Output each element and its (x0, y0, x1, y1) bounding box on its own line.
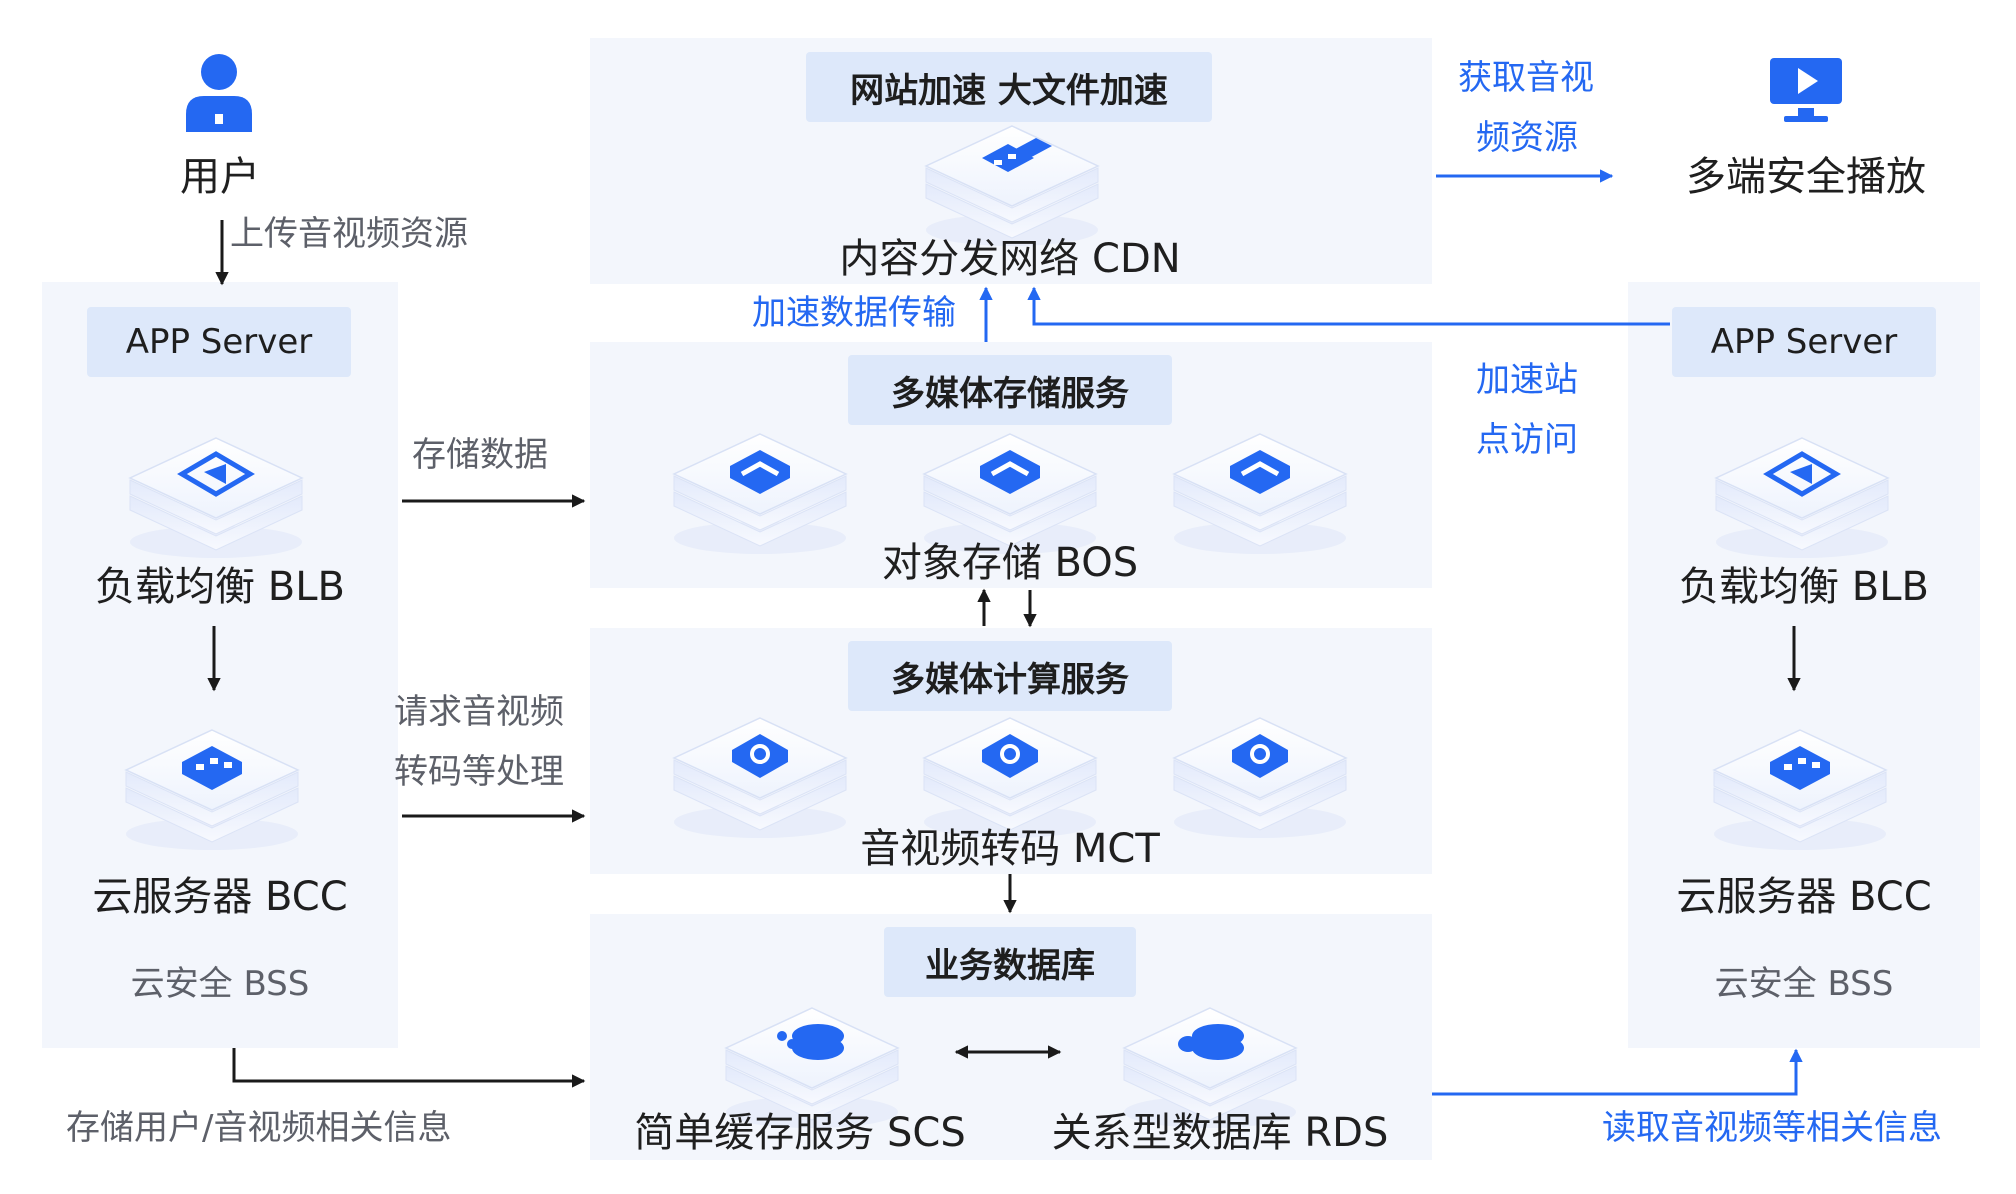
get-resource-note-line1: 获取音视 (1458, 58, 1594, 98)
arrow-store-user-info (232, 1048, 586, 1088)
transcode-icon (916, 704, 1104, 844)
bos-label: 对象存储 BOS (881, 540, 1139, 586)
object-storage-icon (666, 420, 854, 560)
compute-header: 多媒体计算服务 (848, 641, 1172, 711)
right-app-server-header: APP Server (1672, 307, 1936, 377)
scs-label: 简单缓存服务 SCS (634, 1110, 966, 1156)
cdn-network-icon (918, 112, 1106, 252)
right-blb-label: 负载均衡 BLB (1679, 564, 1929, 610)
left-app-server-header: APP Server (87, 307, 351, 377)
right-blb-icon (1708, 424, 1896, 564)
request-note-line1: 请求音视频 (394, 692, 564, 732)
accel-site-note-line1: 加速站 (1476, 360, 1578, 400)
rds-label: 关系型数据库 RDS (1051, 1110, 1389, 1156)
left-blb-icon (122, 424, 310, 564)
accel-transfer-note: 加速数据传输 (752, 293, 956, 333)
player-label: 多端安全播放 (1686, 154, 1926, 200)
left-bss-label: 云安全 BSS (130, 964, 310, 1004)
cache-service-icon (718, 994, 906, 1134)
read-info-note: 读取音视频等相关信息 (1602, 1108, 1942, 1148)
left-app-server-panel (42, 282, 398, 1048)
object-storage-icon (916, 420, 1104, 560)
request-note-line2: 转码等处理 (394, 752, 564, 792)
monitor-play-icon (1768, 56, 1844, 126)
get-resource-note-line2: 频资源 (1476, 118, 1578, 158)
arrow-accel-site-access (1027, 286, 1670, 326)
left-blb-label: 负载均衡 BLB (95, 564, 345, 610)
relational-database-icon (1116, 994, 1304, 1134)
transcode-icon (1166, 704, 1354, 844)
transcode-icon (666, 704, 854, 844)
right-app-server-panel (1628, 282, 1980, 1048)
cdn-label: 内容分发网络 CDN (839, 236, 1181, 282)
database-header: 业务数据库 (884, 927, 1136, 997)
mct-label: 音视频转码 MCT (860, 826, 1160, 872)
left-bcc-label: 云服务器 BCC (92, 874, 348, 920)
store-data-note: 存储数据 (412, 435, 548, 475)
right-bss-label: 云安全 BSS (1714, 964, 1894, 1004)
right-bcc-label: 云服务器 BCC (1676, 874, 1932, 920)
left-bcc-icon (118, 716, 306, 856)
store-user-note: 存储用户/音视频相关信息 (66, 1108, 452, 1148)
right-bcc-icon (1706, 716, 1894, 856)
storage-header: 多媒体存储服务 (848, 355, 1172, 425)
arrow-read-info (1432, 1048, 1803, 1096)
cdn-header: 网站加速 大文件加速 (806, 52, 1212, 122)
user-icon (184, 52, 254, 132)
accel-site-note-line2: 点访问 (1476, 420, 1578, 460)
upload-note: 上传音视频资源 (230, 214, 468, 254)
object-storage-icon (1166, 420, 1354, 560)
user-label: 用户 (180, 154, 260, 200)
